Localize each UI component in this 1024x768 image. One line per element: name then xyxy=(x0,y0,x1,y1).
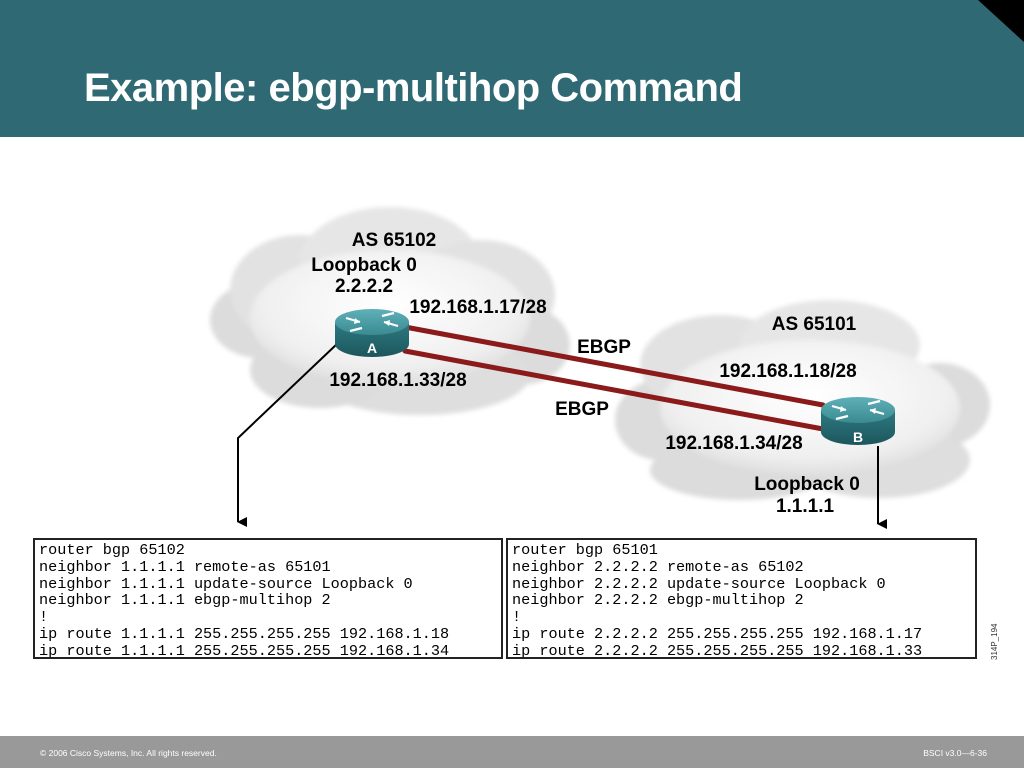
router-b-config-box: router bgp 65101 neighbor 2.2.2.2 remote… xyxy=(506,538,977,659)
router-a-loopback-ip: 2.2.2.2 xyxy=(335,276,393,297)
config-line: neighbor 2.2.2.2 update-source Loopback … xyxy=(512,574,886,593)
config-line: ip route 1.1.1.1 255.255.255.255 192.168… xyxy=(39,624,450,643)
arrow-router-a-config xyxy=(237,342,339,527)
ebgp-link-1-label: EBGP xyxy=(577,337,631,358)
router-a-config-box: router bgp 65102 neighbor 1.1.1.1 remote… xyxy=(33,538,503,659)
footer-copyright: © 2006 Cisco Systems, Inc. All rights re… xyxy=(40,748,217,758)
ebgp-link-2-label: EBGP xyxy=(555,399,609,420)
footer-slide-number: BSCI v3.0—6-36 xyxy=(923,748,987,758)
figure-id: 314P_194 xyxy=(990,623,999,660)
router-a-link2-ip: 192.168.1.33/28 xyxy=(329,370,466,391)
router-a-icon xyxy=(335,309,409,357)
cloud-as-65101 xyxy=(615,300,990,500)
config-line: neighbor 2.2.2.2 ebgp-multihop 2 xyxy=(512,591,804,610)
footer-bar: © 2006 Cisco Systems, Inc. All rights re… xyxy=(0,736,1024,768)
config-line: router bgp 65101 xyxy=(512,541,658,559)
config-line: neighbor 2.2.2.2 remote-as 65102 xyxy=(512,557,804,576)
ebgp-link-1 xyxy=(402,324,826,408)
router-a-link1-ip: 192.168.1.17/28 xyxy=(409,297,546,318)
slide-title: Example: ebgp-multihop Command xyxy=(84,66,743,110)
network-diagram: A B AS 65102 Loopback 0 2.2.2.2 192.168.… xyxy=(210,207,990,529)
router-b-link2-ip: 192.168.1.34/28 xyxy=(665,433,802,454)
router-b-icon xyxy=(821,397,895,445)
as-65101-label: AS 65101 xyxy=(772,314,857,335)
config-line: neighbor 1.1.1.1 remote-as 65101 xyxy=(39,557,331,576)
router-a-label: A xyxy=(367,340,377,356)
config-line: neighbor 1.1.1.1 ebgp-multihop 2 xyxy=(39,591,331,610)
config-line: neighbor 1.1.1.1 update-source Loopback … xyxy=(39,574,413,593)
config-line: ip route 1.1.1.1 255.255.255.255 192.168… xyxy=(39,641,450,659)
title-bar: Example: ebgp-multihop Command xyxy=(0,0,1024,137)
router-b-link1-ip: 192.168.1.18/28 xyxy=(719,361,856,382)
router-b-label: B xyxy=(853,429,863,445)
router-b-loopback-name: Loopback 0 xyxy=(754,474,860,495)
config-line: ip route 2.2.2.2 255.255.255.255 192.168… xyxy=(512,624,923,643)
router-a-loopback-name: Loopback 0 xyxy=(311,255,417,276)
config-line: ! xyxy=(39,608,49,627)
config-line: router bgp 65102 xyxy=(39,541,185,559)
config-line: ip route 2.2.2.2 255.255.255.255 192.168… xyxy=(512,641,923,659)
ebgp-link-2 xyxy=(402,348,826,432)
router-b-loopback-ip: 1.1.1.1 xyxy=(776,496,835,517)
as-65102-label: AS 65102 xyxy=(352,230,437,251)
config-line: ! xyxy=(512,608,522,627)
corner-decoration xyxy=(978,0,1024,42)
